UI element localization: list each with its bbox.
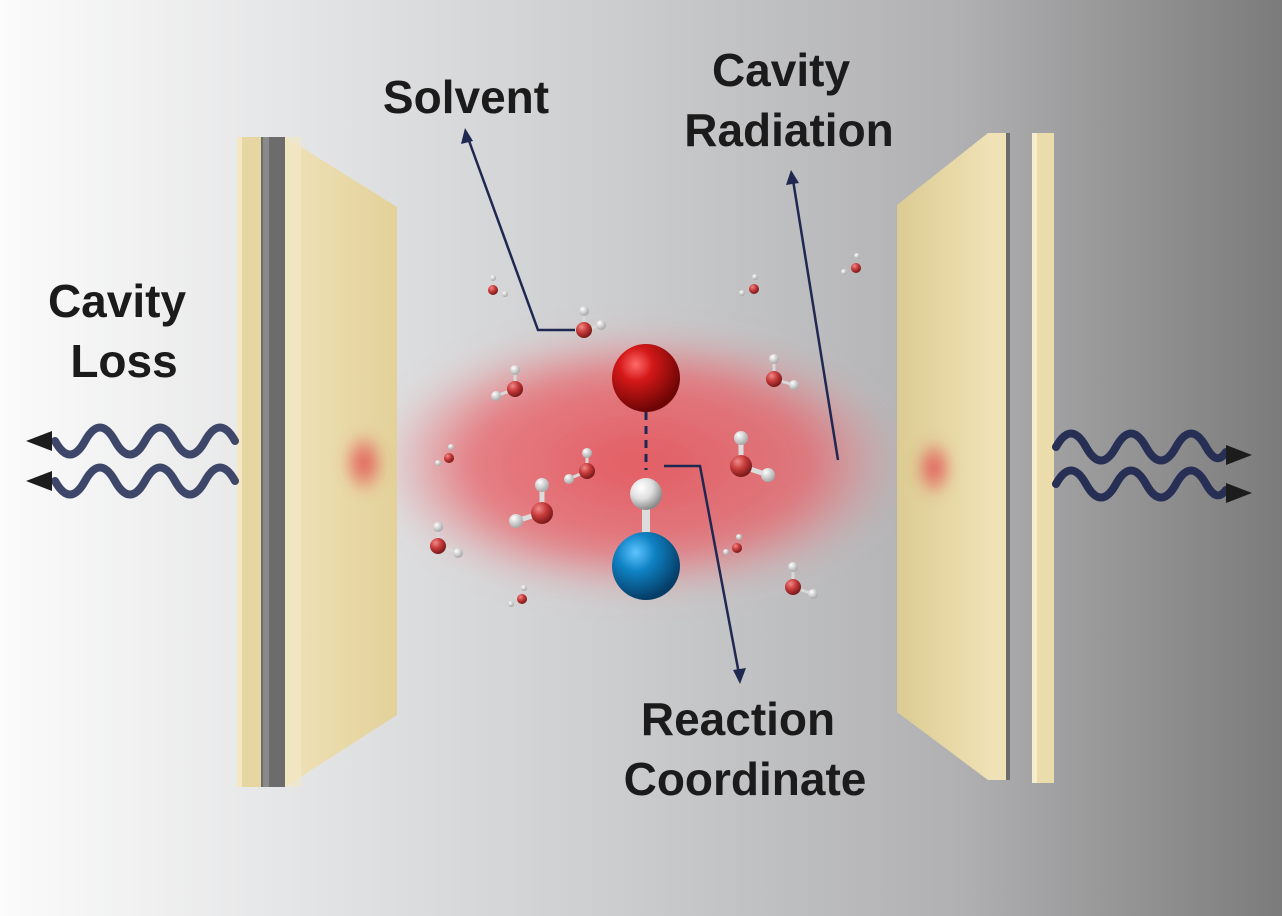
cavity-radiation-label-line2: Radiation [684, 104, 894, 156]
water-molecule-icon [509, 478, 553, 528]
water-molecule-icon [564, 448, 595, 484]
left-mirror-spot [342, 431, 386, 495]
wavy-arrow-icon [1052, 466, 1252, 503]
blue-atom [612, 532, 680, 600]
water-molecule-icon [435, 444, 454, 466]
water-molecule-icon [723, 534, 742, 555]
reactant-molecule [612, 344, 680, 600]
wavy-arrow-icon [26, 463, 239, 499]
left-mirror [237, 137, 397, 787]
water-molecule-icon [488, 275, 508, 297]
cavity-loss-label-line1: Cavity [48, 275, 186, 327]
reaction-coordinate-label-line2: Coordinate [624, 753, 867, 805]
water-molecule-icon [785, 562, 818, 599]
water-molecule-icon [491, 365, 523, 401]
wavy-arrow-icon [1052, 429, 1252, 465]
cavity-radiation-label-line1: Cavity [712, 44, 850, 96]
water-molecule-icon [576, 306, 606, 338]
reaction-pointer [664, 464, 746, 684]
water-molecule-icon [766, 354, 799, 390]
water-molecule-icon [508, 585, 527, 607]
water-molecule-icon [730, 431, 775, 482]
right-mirror-spot [914, 438, 954, 498]
water-molecule-icon [430, 522, 463, 558]
cavity-field [375, 328, 905, 598]
water-molecule-icon [739, 274, 759, 296]
reaction-coordinate-label-line1: Reaction [641, 693, 835, 745]
radiation-pointer [786, 170, 840, 461]
oxygen-atom [612, 344, 680, 412]
wavy-arrow-icon [26, 423, 239, 459]
solvent-label: Solvent [383, 71, 549, 123]
cavity-loss-label-line2: Loss [70, 335, 177, 387]
water-molecule-icon [841, 253, 861, 275]
solvent-pointer [461, 128, 575, 332]
hydrogen-atom [630, 478, 662, 510]
